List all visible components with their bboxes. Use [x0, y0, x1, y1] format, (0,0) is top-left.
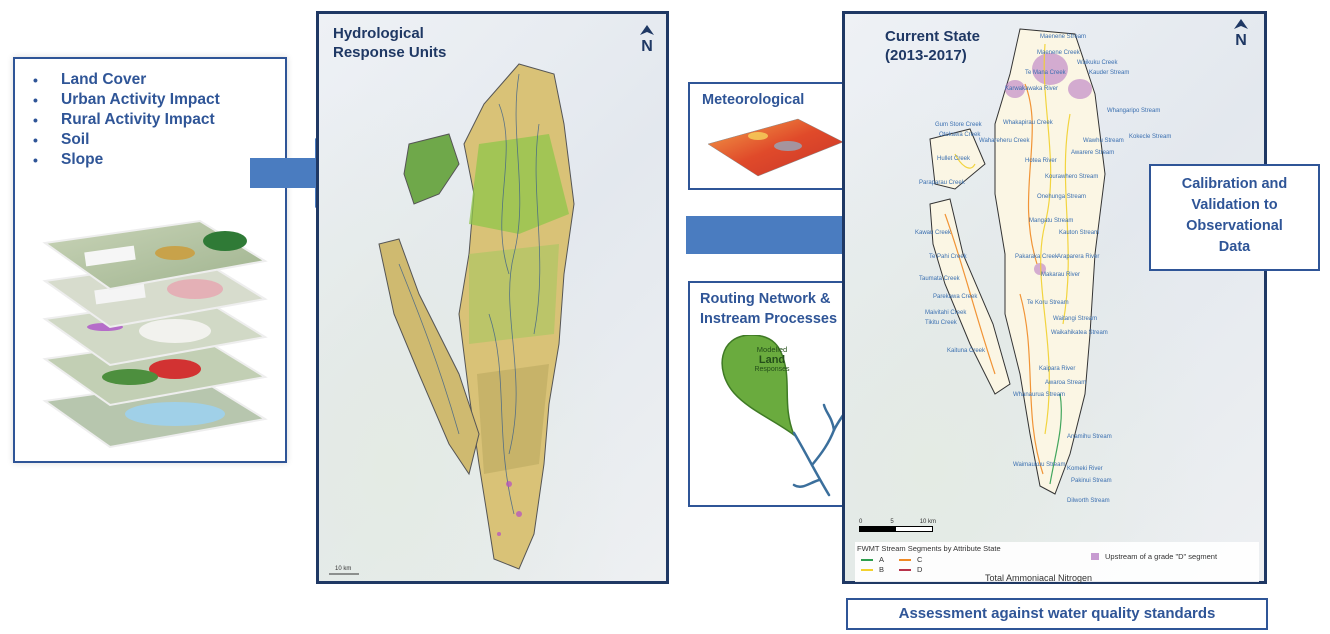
- input-item: •Rural Activity Impact: [33, 111, 215, 128]
- routing-panel: Routing Network & Instream Processes Mod…: [688, 281, 858, 507]
- current-state-title: Current State (2013-2017): [885, 28, 981, 64]
- stream-label: Tikitu Creek: [925, 320, 957, 326]
- stream-label: Paraparau Creek: [919, 180, 965, 186]
- legend-item: B: [861, 565, 884, 574]
- stream-label: Whakapirau Creek: [1003, 120, 1053, 126]
- assessment-panel: Assessment against water quality standar…: [846, 598, 1268, 630]
- current-state-panel: Current State (2013-2017) N Maenene Stre…: [842, 11, 1267, 584]
- current-state-map-image: [929, 28, 1106, 495]
- assessment-label: Assessment against water quality standar…: [898, 605, 1216, 622]
- stream-label: Pakinui Stream: [1071, 478, 1112, 484]
- stream-label: Maenene Stream: [1040, 34, 1087, 40]
- input-item: •Land Cover: [33, 71, 147, 88]
- stream-label: Te Pahi Creek: [929, 254, 967, 260]
- stream-label: Komeki River: [1067, 466, 1103, 472]
- stream-label: Gum Store Creek: [935, 122, 982, 128]
- input-item: •Urban Activity Impact: [33, 91, 220, 108]
- stream-label: Kaipara River: [1039, 366, 1076, 372]
- stream-label: Wahareheru Creek: [979, 138, 1030, 144]
- legend-swatch: [899, 568, 911, 571]
- stream-label: Kauder Stream: [1089, 70, 1130, 76]
- stream-label: Awarere Stream: [1071, 150, 1115, 156]
- stream-label: Wawhu Stream: [1083, 138, 1124, 144]
- stream-label: Waitangi Stream: [1053, 316, 1098, 322]
- legend-swatch: [861, 558, 873, 561]
- routing-diagram: [721, 335, 851, 497]
- input-item: •Slope: [33, 151, 104, 168]
- stream-label: Pakaraka Creek: [1015, 254, 1059, 260]
- hru-scale-label: 10 km: [335, 566, 352, 572]
- stream-label: Makarau River: [1041, 272, 1081, 278]
- stream-label: Araparera River: [1057, 254, 1100, 260]
- stream-label: Maenene Creek: [1037, 50, 1080, 56]
- legend-swatch: [861, 568, 873, 571]
- meteorological-panel: Meteorological: [688, 82, 858, 190]
- calibration-panel: Calibration and Validation to Observatio…: [1149, 164, 1320, 271]
- legend-swatch: [1091, 553, 1099, 560]
- hru-map-panel: Hydrological Response Units N 10 km: [316, 11, 669, 584]
- meteorological-image: [707, 118, 844, 177]
- legend-item: D: [899, 565, 922, 574]
- stream-label: Awaroa Stream: [1045, 380, 1087, 386]
- stream-label: Te Mana Creek: [1025, 70, 1066, 76]
- stream-label: Hotea River: [1025, 158, 1057, 164]
- scale-tick: 5: [890, 519, 894, 525]
- stacked-layers-image: [42, 219, 268, 449]
- stream-label: Whanaurua Stream: [1013, 392, 1066, 398]
- arrow-right-icon: [686, 196, 914, 274]
- modelled-land-bubble-text: Modelled Land Responses: [754, 345, 790, 373]
- input-item: •Soil: [33, 131, 90, 148]
- hru-title: Hydrological Response Units: [333, 25, 447, 61]
- north-arrow-icon: N: [1234, 16, 1248, 49]
- legend-item: A: [861, 555, 884, 564]
- legend-upstream: Upstream of a grade "D" segment: [1091, 552, 1217, 561]
- meteorological-title: Meteorological: [702, 92, 805, 108]
- stream-label: Whangaripo Stream: [1107, 108, 1161, 114]
- stream-label: Kokecle Stream: [1129, 134, 1172, 140]
- calibration-text: Calibration and Validation to Observatio…: [1181, 176, 1288, 255]
- stream-label: Parekawa Creek: [933, 294, 978, 300]
- stream-label: Anamihu Stream: [1067, 434, 1112, 440]
- stream-label: Maivitahi Creek: [925, 310, 967, 316]
- stream-label: Kawau Creek: [915, 230, 952, 236]
- stream-label: Kourawhero Stream: [1045, 174, 1099, 180]
- legend-swatch: [899, 558, 911, 561]
- stream-label: Taumata Creek: [919, 276, 960, 282]
- scale-tick: 10 km: [919, 519, 937, 525]
- stream-label: Onehunga Stream: [1037, 194, 1087, 200]
- scale-bar: 0 5 10 km: [859, 519, 936, 532]
- stream-label: Te Koru Stream: [1027, 300, 1069, 306]
- stream-label: Waimaukuu Stream: [1013, 462, 1066, 468]
- stream-label: Karwakawaka River: [1005, 86, 1059, 92]
- scale-tick: 0: [859, 519, 863, 525]
- map-legend: FWMT Stream Segments by Attribute State …: [855, 542, 1259, 583]
- stream-label: Hullet Creek: [937, 156, 971, 162]
- stream-label: Kaituna Creek: [947, 348, 986, 354]
- stream-label: Otokawa Creek: [939, 132, 981, 138]
- legend-footer: Total Ammoniacal Nitrogen: [985, 573, 1093, 583]
- stream-label: Mangatu Stream: [1029, 218, 1074, 224]
- hru-map-image: [329, 63, 575, 575]
- input-layers-panel: •Land Cover •Urban Activity Impact •Rura…: [13, 57, 287, 463]
- stream-label: Dilworth Stream: [1067, 498, 1110, 504]
- input-list: •Land Cover •Urban Activity Impact •Rura…: [33, 70, 220, 170]
- routing-title: Routing Network & Instream Processes: [700, 291, 838, 327]
- legend-title: FWMT Stream Segments by Attribute State: [857, 544, 1001, 553]
- stream-label: Waikahikatea Stream: [1051, 330, 1108, 336]
- north-arrow-icon: N: [640, 22, 654, 55]
- stream-label: Kauton Stream: [1059, 230, 1100, 236]
- legend-item: C: [899, 555, 922, 564]
- stream-label: Waikuku Creek: [1077, 60, 1118, 66]
